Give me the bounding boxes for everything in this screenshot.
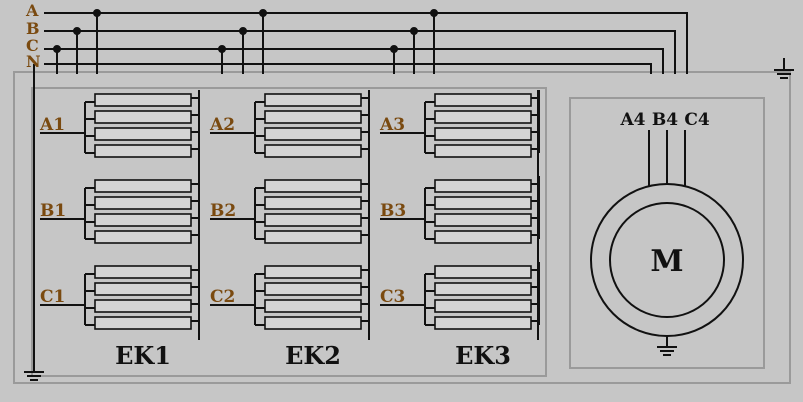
- ground-icon: [774, 58, 794, 79]
- heating-element: [94, 299, 192, 313]
- bank-names: EK1 EK2 EK3: [115, 341, 511, 370]
- bank-name-ek2: EK2: [285, 341, 341, 370]
- bus-line-b: [44, 30, 676, 74]
- junction-dot: [430, 9, 438, 17]
- phase-label-b1: B1: [40, 201, 66, 221]
- heating-element: [94, 213, 192, 227]
- bank-name-ek1: EK1: [115, 341, 171, 370]
- motor: A4 B4 C4 M: [590, 110, 744, 346]
- motor-inner-ring: [609, 202, 725, 318]
- junction-dot: [390, 45, 398, 53]
- phase-label-c3: C3: [380, 287, 405, 307]
- bus-labels: A B C N: [25, 1, 41, 71]
- heating-element: [434, 196, 532, 210]
- heating-element: [264, 196, 362, 210]
- phase-label-a2: A2: [209, 115, 235, 135]
- heating-element: [264, 282, 362, 296]
- phase-label-b3: B3: [380, 201, 406, 221]
- heating-element: [264, 110, 362, 124]
- junction-dot: [259, 9, 267, 17]
- junction-dot: [410, 27, 418, 35]
- heating-element: [94, 265, 192, 279]
- bus-line-c: [44, 48, 664, 74]
- phase-label-c1: C1: [40, 287, 65, 307]
- heating-element: [94, 316, 192, 330]
- heating-element: [434, 299, 532, 313]
- motor-panel: [569, 97, 765, 369]
- heating-element: [94, 196, 192, 210]
- heating-element: [434, 282, 532, 296]
- bus-line-a: [44, 12, 688, 74]
- heating-element: [264, 93, 362, 107]
- junction-dot: [93, 9, 101, 17]
- heating-element: [434, 265, 532, 279]
- heating-element: [434, 144, 532, 158]
- heating-element: [434, 316, 532, 330]
- heater-panel: [31, 87, 547, 377]
- bus-label-b: B: [26, 19, 40, 38]
- junction-dot: [218, 45, 226, 53]
- motor-terminal-c4: C4: [684, 110, 710, 130]
- outer-enclosure: [13, 71, 791, 384]
- bus-junctions: [53, 9, 438, 74]
- bus-line-n: [44, 63, 652, 74]
- junction-dot: [239, 27, 247, 35]
- heating-element: [264, 230, 362, 244]
- heating-element: [434, 110, 532, 124]
- ground-icon: [657, 346, 677, 356]
- heating-element: [434, 230, 532, 244]
- heating-element: [264, 265, 362, 279]
- phase-label-c2: C2: [210, 287, 235, 307]
- heating-element: [94, 179, 192, 193]
- heating-element: [94, 127, 192, 141]
- heating-element: [94, 93, 192, 107]
- phase-label-a1: A1: [39, 115, 65, 135]
- motor-symbol: M: [650, 244, 683, 279]
- heating-element: [264, 316, 362, 330]
- heating-element: [264, 144, 362, 158]
- bus-label-a: A: [25, 1, 39, 20]
- motor-terminal-b4: B4: [652, 110, 678, 130]
- heating-element: [94, 282, 192, 296]
- heating-element: [434, 179, 532, 193]
- heating-element: [94, 230, 192, 244]
- junction-dot: [53, 45, 61, 53]
- heating-element: [94, 144, 192, 158]
- heating-element: [264, 127, 362, 141]
- heating-element: [94, 110, 192, 124]
- heating-element: [434, 93, 532, 107]
- heating-element: [434, 127, 532, 141]
- junction-dot: [73, 27, 81, 35]
- heating-element: [434, 213, 532, 227]
- phase-label-a3: A3: [379, 115, 405, 135]
- heating-element: [264, 213, 362, 227]
- bus-label-n: N: [26, 52, 41, 71]
- heating-element: [264, 179, 362, 193]
- ground-icon: [24, 360, 44, 381]
- phase-label-b2: B2: [210, 201, 236, 221]
- bank-name-ek3: EK3: [455, 341, 511, 370]
- bus-label-c: C: [26, 36, 39, 55]
- bus-lines: [44, 12, 688, 74]
- motor-terminal-a4: A4: [619, 110, 645, 130]
- heating-element: [264, 299, 362, 313]
